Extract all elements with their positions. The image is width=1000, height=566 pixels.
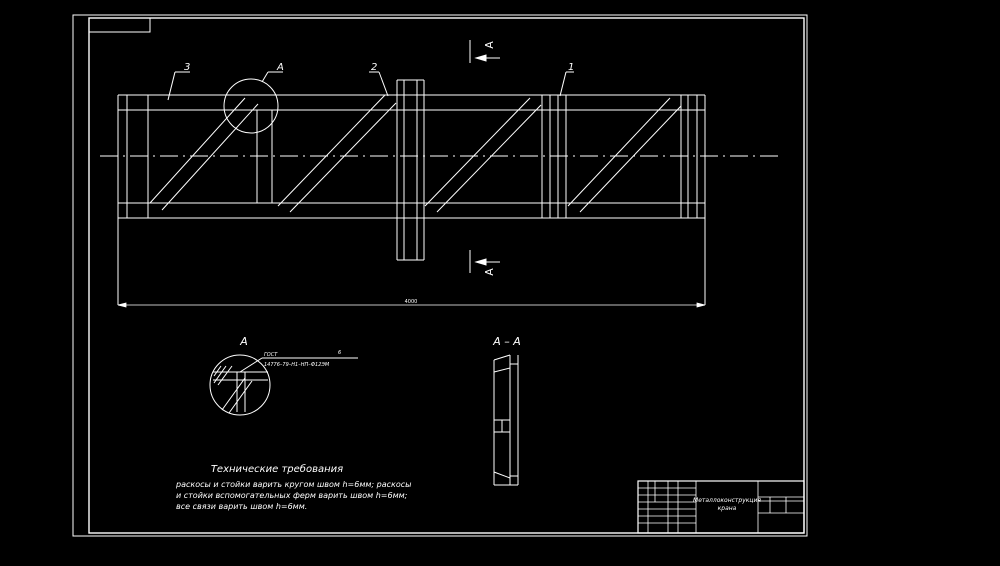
section-cut-markers (469, 40, 500, 273)
sheet-frame (72, 14, 808, 537)
detail-view-a (209, 354, 358, 416)
section-view-aa (493, 354, 519, 486)
requirements-title: Технические требования (211, 463, 343, 475)
requirements-line-2: и стойки вспомогательных ферм варить шво… (176, 491, 408, 500)
section-marker-bottom: A (483, 268, 496, 276)
requirements-line-1: раскосы и стойки варить кругом швом h=6м… (175, 480, 411, 489)
overall-dimension-value: 4000 (405, 299, 418, 305)
detail-view-title: A (239, 335, 248, 348)
part-label-3: 3 (184, 62, 190, 73)
section-view-title: А – А (492, 335, 521, 348)
requirements-line-3: все связи варить швом h=6мм. (176, 502, 307, 511)
title-block-name-line-2: крана (718, 505, 737, 512)
part-label-2: 2 (371, 62, 377, 73)
title-block-name-line-1: Металлоконструкция (693, 497, 761, 504)
weld-note-gost: ГОСТ (264, 352, 278, 358)
part-label-1: 1 (568, 62, 574, 73)
section-marker-top: A (483, 41, 496, 49)
detail-callout-label: A (276, 62, 284, 73)
weld-note-designation: 14776–79–Н1–НП–Ф12ЭМ (264, 362, 330, 368)
overall-dimension-line (117, 302, 706, 308)
weld-note-symbol: 6 (338, 350, 341, 356)
title-block (637, 480, 805, 534)
